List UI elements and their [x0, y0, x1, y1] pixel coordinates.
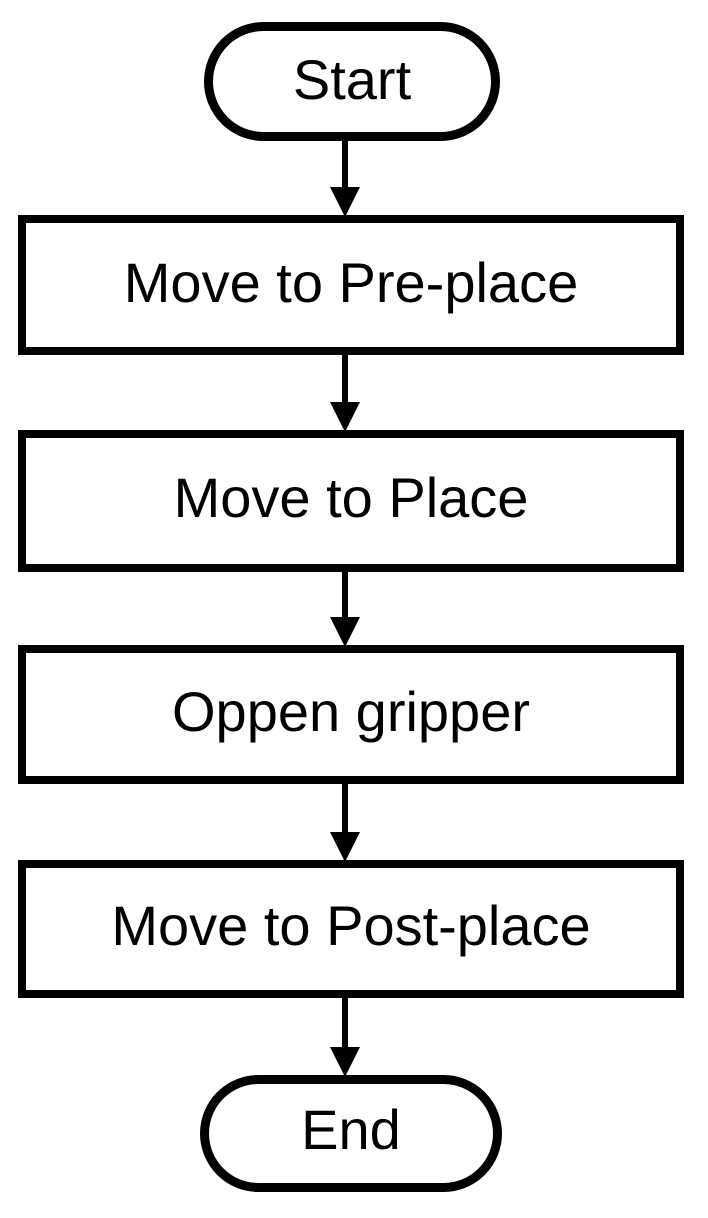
- arrowhead-icon: [330, 1047, 360, 1077]
- connector-arrow: [330, 141, 360, 217]
- node-label: Move to Pre-place: [124, 251, 578, 314]
- terminator-shape: [200, 1075, 502, 1192]
- connector-arrow: [330, 784, 360, 862]
- node-label: End: [301, 1098, 401, 1161]
- arrowhead-icon: [330, 187, 360, 217]
- flow-node-oppen-gripper[interactable]: Oppen gripper: [18, 645, 684, 784]
- process-shape: [18, 215, 684, 355]
- node-label: Move to Place: [174, 466, 529, 529]
- flow-node-start[interactable]: Start: [204, 22, 500, 141]
- node-label: Oppen gripper: [172, 680, 530, 743]
- node-label: Move to Post-place: [111, 894, 590, 957]
- flow-node-move-to-pre-place[interactable]: Move to Pre-place: [18, 215, 684, 355]
- flow-node-move-to-post-place[interactable]: Move to Post-place: [18, 860, 684, 998]
- connector-arrow: [330, 998, 360, 1077]
- connector-group: [330, 141, 360, 1077]
- terminator-shape: [204, 22, 500, 141]
- arrowhead-icon: [330, 832, 360, 862]
- process-shape: [18, 430, 684, 572]
- flow-node-move-to-place[interactable]: Move to Place: [18, 430, 684, 572]
- arrowhead-icon: [330, 402, 360, 432]
- process-shape: [18, 860, 684, 998]
- flow-node-end[interactable]: End: [200, 1075, 502, 1192]
- arrowhead-icon: [330, 617, 360, 647]
- connector-arrow: [330, 572, 360, 647]
- node-label: Start: [293, 48, 412, 111]
- connector-arrow: [330, 355, 360, 432]
- process-shape: [18, 645, 684, 784]
